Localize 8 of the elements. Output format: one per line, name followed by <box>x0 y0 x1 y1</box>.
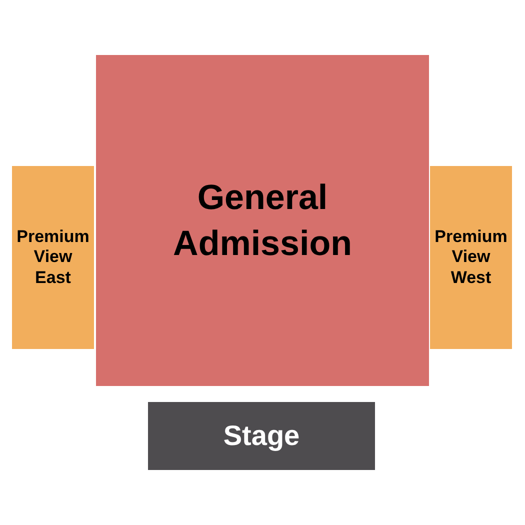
seating-section <box>12 166 94 349</box>
stage-label: Stage <box>223 420 300 452</box>
stage-block <box>148 402 375 470</box>
seating-section <box>430 166 512 349</box>
section-label: Premium View East <box>16 226 90 288</box>
seating-section <box>96 55 429 386</box>
section-label: Premium View West <box>434 226 508 288</box>
section-label: General Admission <box>173 177 352 264</box>
